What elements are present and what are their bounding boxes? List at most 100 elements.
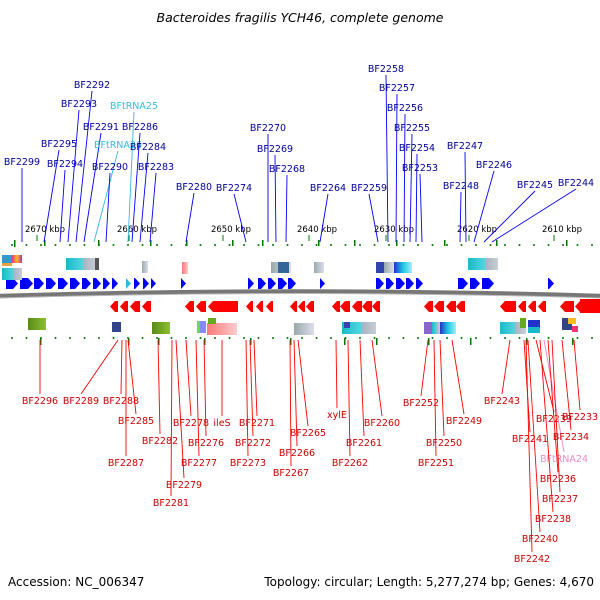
forward-gene-arrow — [386, 278, 394, 289]
ruler-marker — [354, 240, 356, 246]
connector-bf2285 — [127, 339, 137, 415]
gene-label-bf2282: BF2282 — [142, 436, 178, 447]
ruler-dot — [170, 337, 173, 339]
reverse-gene-arrow — [256, 301, 263, 312]
gene-label-bf2248: BF2248 — [443, 181, 479, 192]
connector-bf2254 — [415, 153, 418, 243]
ruler-dot — [69, 244, 71, 246]
gene-label-bf2274: BF2274 — [216, 183, 252, 194]
connector-bf2290 — [105, 172, 111, 243]
connector-bf2259 — [368, 193, 379, 243]
ruler-tick-label: 2610 kbp — [542, 225, 582, 235]
gene-label-bf2233: BF2233 — [562, 412, 598, 423]
connector-bf2289 — [80, 339, 119, 395]
ruler-tick-label: 2670 kbp — [25, 225, 65, 235]
forward-gene-arrow — [416, 278, 423, 289]
ruler-dot — [344, 244, 347, 246]
domain-block — [12, 255, 22, 263]
gene-label-bf2236: BF2236 — [540, 474, 576, 485]
gene-label-bf2277: BF2277 — [181, 458, 217, 469]
connector-bf2242 — [525, 339, 533, 553]
map-title: Bacteroides fragilis YCH46, complete gen… — [157, 10, 444, 25]
gene-label-bftrna24: BFtRNA24 — [540, 454, 588, 465]
connector-bf2258 — [385, 74, 389, 243]
reverse-gene-arrow — [500, 301, 516, 312]
connector-bf2294 — [59, 169, 66, 243]
connector-bf2281 — [170, 339, 173, 497]
gene-label-bf2242: BF2242 — [514, 554, 550, 565]
gene-label-bf2272: BF2272 — [235, 438, 271, 449]
ruler-dot — [11, 337, 13, 339]
gene-label-bf2259: BF2259 — [351, 183, 387, 194]
ruler-dot — [402, 337, 405, 339]
ruler-dot — [460, 244, 463, 246]
genome-summary-text: Topology: circular; Length: 5,277,274 bp… — [263, 575, 594, 589]
reverse-gene-arrow — [456, 301, 465, 312]
ruler-dot — [533, 244, 535, 246]
domain-block — [568, 318, 576, 324]
domain-block — [376, 262, 384, 273]
ruler-marker — [232, 240, 234, 246]
domain-block — [2, 268, 22, 280]
forward-gene-arrow — [34, 278, 44, 289]
connector-bf2249 — [451, 339, 465, 415]
ruler-dot — [69, 337, 71, 339]
connector-bf2256 — [403, 113, 406, 243]
ruler-marker — [344, 338, 346, 345]
ruler-dot — [127, 244, 129, 246]
forward-gene-arrow — [470, 278, 480, 289]
connector-bf2260 — [371, 339, 383, 417]
gene-label-bf2249: BF2249 — [446, 416, 482, 427]
ruler-dot — [301, 337, 303, 339]
connector-bf2280 — [185, 192, 195, 243]
ruler-marker — [566, 240, 568, 246]
connector-bf2283 — [149, 172, 157, 243]
ruler-marker — [290, 338, 292, 345]
ruler-marker — [44, 240, 46, 246]
ruler-dot — [257, 244, 260, 246]
connector-bf2253 — [419, 173, 423, 243]
connector-bf2295 — [43, 149, 60, 243]
gene-label-bf2257: BF2257 — [379, 83, 415, 94]
ruler-dot — [25, 244, 28, 246]
accession-text: Accession: NC_006347 — [8, 575, 144, 589]
ruler-dot — [286, 337, 289, 339]
ruler-dot — [518, 244, 521, 246]
gene-label-bf2273: BF2273 — [230, 458, 266, 469]
forward-gene-arrow — [103, 278, 110, 289]
gene-label-iles: ileS — [213, 418, 230, 429]
connector-bf2255 — [409, 133, 413, 243]
connector-bf2233 — [573, 339, 581, 411]
domain-block — [314, 262, 324, 273]
ruler-dot — [373, 337, 376, 339]
connector-bf2284 — [139, 152, 149, 243]
ruler-dot — [185, 337, 187, 339]
connector-bf2245 — [483, 190, 536, 243]
reverse-gene-arrow — [290, 301, 297, 312]
ruler-dot — [199, 337, 202, 339]
domain-block — [2, 255, 12, 263]
domain-block — [572, 326, 578, 332]
gene-label-bf2234: BF2234 — [553, 432, 589, 443]
connector-bf2262 — [347, 339, 351, 457]
connector-bf2286 — [131, 132, 141, 243]
ruler-dot — [214, 244, 216, 246]
connector-bf2292 — [75, 90, 93, 243]
domain-block — [468, 258, 498, 270]
ruler-dot — [243, 337, 245, 339]
ruler-dot — [475, 337, 477, 339]
connector-bf2266 — [293, 339, 298, 447]
ruler-dot — [301, 244, 303, 246]
ruler-dot — [373, 244, 376, 246]
reverse-gene-arrow — [434, 301, 444, 312]
ruler-dot — [170, 244, 173, 246]
forward-gene-arrow — [112, 278, 118, 289]
genome-backbone — [0, 289, 600, 299]
gene-label-bf2291: BF2291 — [83, 122, 119, 133]
connector-bf2243 — [501, 339, 511, 395]
ruler-dot — [417, 337, 419, 339]
domain-block — [394, 262, 412, 273]
domain-block — [278, 262, 289, 273]
ruler-dot — [330, 337, 332, 339]
